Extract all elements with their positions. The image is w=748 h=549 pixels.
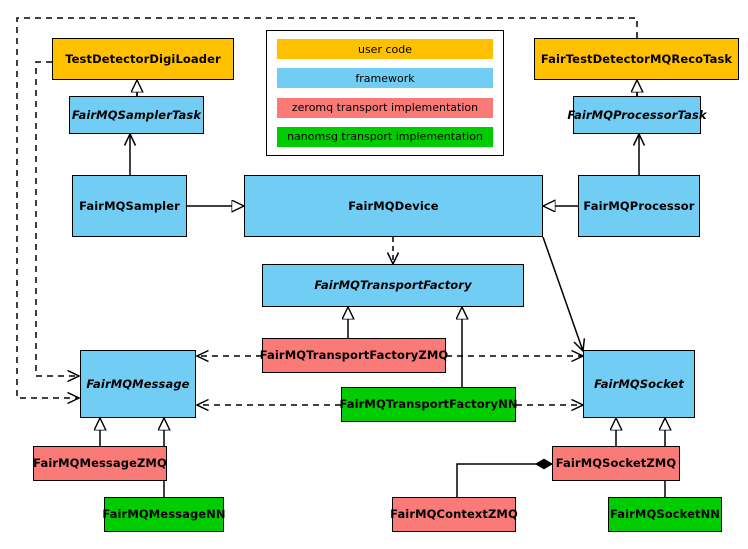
class-node-fairmqmessage[interactable]: FairMQMessage: [80, 350, 196, 418]
class-node-fairmqprocessortask[interactable]: FairMQProcessorTask: [567, 96, 707, 134]
class-node-label: FairMQTransportFactoryNN: [339, 397, 518, 412]
class-node-fairmqtransportfactoryzmq[interactable]: FairMQTransportFactoryZMQ: [259, 338, 449, 373]
class-node-label: FairMQMessage: [86, 376, 190, 391]
legend: user code framework zeromq transport imp…: [266, 30, 504, 156]
class-node-fairmqsocketnn[interactable]: FairMQSocketNN: [608, 497, 722, 532]
legend-item-label: nanomsg transport implementation: [287, 130, 483, 144]
legend-item-zeromq: zeromq transport implementation: [277, 97, 493, 118]
legend-item-label: user code: [357, 42, 413, 56]
class-node-label: TestDetectorDigiLoader: [65, 51, 221, 66]
class-node-fairmqtransportfactorynn[interactable]: FairMQTransportFactoryNN: [339, 387, 518, 422]
class-node-label: FairMQSocket: [594, 376, 684, 391]
class-node-label: FairTestDetectorMQRecoTask: [540, 51, 733, 66]
class-node-fairmqprocessor[interactable]: FairMQProcessor: [578, 175, 700, 237]
class-node-label: FairMQContextZMQ: [390, 507, 518, 522]
class-node-label: FairMQDevice: [348, 198, 439, 213]
legend-item-label: framework: [355, 71, 415, 85]
class-node-fairtestdetectormqrecotask[interactable]: FairTestDetectorMQRecoTask: [534, 38, 739, 80]
legend-item-framework: framework: [277, 68, 493, 89]
class-node-fairmqmessagenn[interactable]: FairMQMessageNN: [102, 497, 226, 532]
class-node-label: FairMQMessageZMQ: [33, 456, 167, 471]
legend-item-user-code: user code: [277, 39, 493, 59]
class-node-label: FairMQTransportFactory: [314, 278, 472, 293]
legend-item-label: zeromq transport implementation: [291, 101, 479, 115]
class-node-label: FairMQSampler: [79, 198, 180, 213]
class-node-fairmqsocket[interactable]: FairMQSocket: [583, 350, 695, 418]
class-node-label: FairMQTransportFactoryZMQ: [259, 348, 449, 363]
class-node-label: FairMQSamplerTask: [71, 107, 202, 122]
class-node-label: FairMQSocketNN: [609, 507, 721, 522]
class-node-fairmqsampler[interactable]: FairMQSampler: [72, 175, 187, 237]
legend-item-nanomsg: nanomsg transport implementation: [277, 126, 493, 147]
class-node-fairmqsamplertask[interactable]: FairMQSamplerTask: [69, 96, 204, 134]
class-node-fairmqsocketzmq[interactable]: FairMQSocketZMQ: [552, 446, 680, 481]
class-node-fairmqmessagezmq[interactable]: FairMQMessageZMQ: [33, 446, 167, 481]
class-node-testdetectordigiloader[interactable]: TestDetectorDigiLoader: [52, 38, 234, 80]
class-node-label: FairMQSocketZMQ: [555, 456, 677, 471]
class-node-fairmqcontextzmq[interactable]: FairMQContextZMQ: [390, 497, 518, 532]
class-node-fairmqtransportfactory[interactable]: FairMQTransportFactory: [262, 264, 524, 307]
class-node-label: FairMQMessageNN: [102, 507, 226, 522]
class-node-label: FairMQProcessor: [583, 198, 695, 213]
class-node-fairmqdevice[interactable]: FairMQDevice: [244, 175, 543, 237]
class-node-label: FairMQProcessorTask: [567, 107, 707, 122]
